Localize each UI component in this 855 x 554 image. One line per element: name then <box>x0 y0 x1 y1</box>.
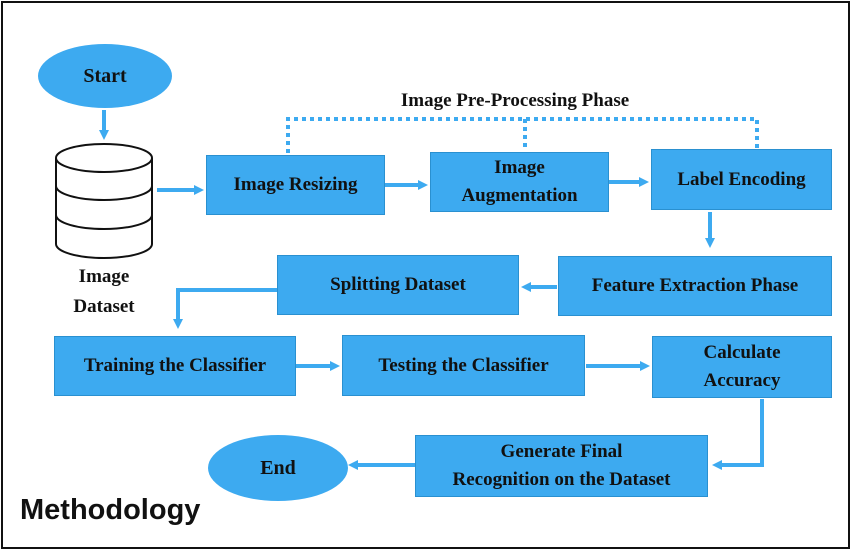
phase-title: Image Pre-Processing Phase <box>400 90 630 111</box>
label-encoding-label: Label Encoding <box>677 168 806 190</box>
splitting-dataset-label: Splitting Dataset <box>330 274 466 295</box>
feature-extraction-box: Feature Extraction Phase <box>558 256 832 316</box>
image-dataset-label: Image Dataset <box>44 262 164 322</box>
augmentation-line1: Image <box>494 157 545 178</box>
testing-classifier-box: Testing the Classifier <box>342 335 585 396</box>
image-resizing-label: Image Resizing <box>233 174 358 195</box>
training-classifier-label: Training the Classifier <box>83 355 267 376</box>
image-augmentation-label: Image Augmentation <box>461 154 577 210</box>
final-recognition-label: Generate Final Recognition on the Datase… <box>453 438 671 494</box>
feature-extraction-label: Feature Extraction Phase <box>591 275 799 296</box>
accuracy-line1: Calculate <box>703 342 781 363</box>
calculate-accuracy-label: Calculate Accuracy <box>703 339 780 395</box>
end-label: End <box>260 456 296 479</box>
image-resizing-box: Image Resizing <box>206 155 385 215</box>
preprocessing-bracket <box>286 117 759 153</box>
arrow-accuracy-to-final <box>712 399 764 470</box>
accuracy-line2: Accuracy <box>703 370 781 391</box>
augmentation-line2: Augmentation <box>461 185 578 206</box>
end-node: End <box>208 435 348 501</box>
training-classifier-box: Training the Classifier <box>54 336 296 396</box>
calculate-accuracy-box: Calculate Accuracy <box>652 336 832 398</box>
final-line2: Recognition on the Dataset <box>452 469 671 490</box>
testing-classifier-label: Testing the Classifier <box>378 354 549 376</box>
splitting-dataset-box: Splitting Dataset <box>277 255 519 315</box>
start-node: Start <box>38 44 172 108</box>
start-label: Start <box>83 64 127 87</box>
arrow-splitting-to-training <box>173 288 277 329</box>
dataset-label-line2: Dataset <box>73 296 135 317</box>
image-augmentation-box: Image Augmentation <box>430 152 609 212</box>
label-encoding-box: Label Encoding <box>651 149 832 210</box>
final-line1: Generate Final <box>500 441 623 462</box>
dataset-label-line1: Image <box>78 266 130 287</box>
database-icon <box>55 143 153 259</box>
final-recognition-box: Generate Final Recognition on the Datase… <box>415 435 708 497</box>
diagram-caption: Methodology <box>20 494 201 526</box>
